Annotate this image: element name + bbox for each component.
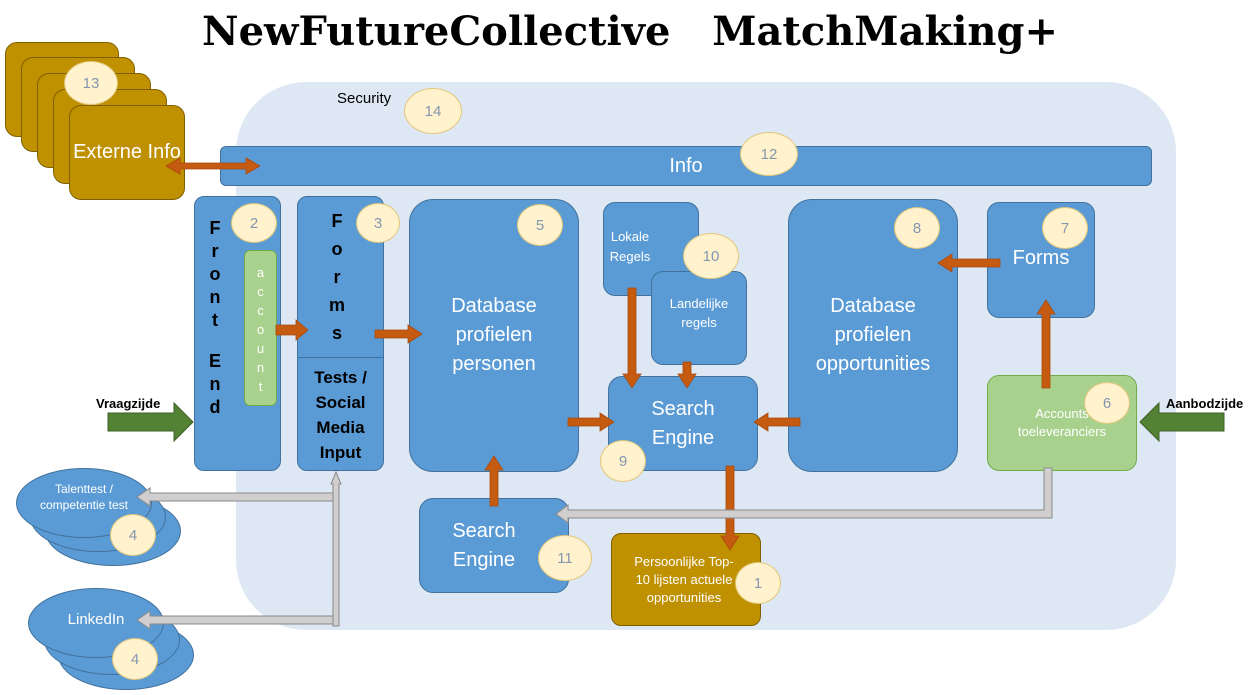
search-engine-main-label: Search Engine — [651, 397, 715, 449]
talenttest-label: Talenttest / competentie test — [39, 482, 129, 512]
arrow-right — [567, 412, 615, 432]
account-letter: a — [256, 265, 265, 280]
landelijke-regels-box: Landelijke regels — [651, 271, 747, 365]
arrow-right — [374, 324, 423, 344]
arrow-left — [136, 487, 334, 507]
tests-social-media-label: Tests / Social Media Input — [314, 368, 367, 462]
vraagzijde-arrow — [107, 401, 194, 443]
number-badge: 5 — [517, 204, 563, 246]
info-bar-label: Info — [669, 154, 703, 177]
landelijke-regels-label: Landelijke regels — [669, 296, 729, 330]
front-end-letter: F — [209, 218, 221, 238]
arrow-left — [937, 253, 1001, 273]
number-badge: 2 — [231, 203, 277, 243]
aanbodzijde-label: Aanbodzijde — [1166, 396, 1244, 411]
forms-divider — [298, 357, 383, 358]
arrow-down — [720, 465, 740, 551]
database-personen-box: Database profielen personen — [409, 199, 579, 472]
info-bar: Info — [220, 146, 1152, 186]
arrow-down — [622, 287, 642, 389]
number-badge: 9 — [600, 440, 646, 482]
linkedin-label: LinkedIn — [67, 610, 125, 628]
page-title: NewFutureCollective MatchMaking+ — [202, 8, 1058, 55]
aanbodzijde-arrow — [1139, 401, 1225, 443]
number-badge: 13 — [64, 61, 118, 105]
front-end-letter: o — [209, 264, 221, 284]
number-badge: 1 — [735, 562, 781, 604]
arrow-down — [677, 361, 697, 389]
number-badge: 7 — [1042, 207, 1088, 249]
double-arrow — [165, 157, 261, 175]
number-badge: 14 — [404, 88, 462, 134]
number-badge: 8 — [894, 207, 940, 249]
number-badge: 11 — [538, 535, 592, 581]
account-letter: c — [257, 284, 264, 299]
database-opportunities-box: Database profielen opportunities — [788, 199, 958, 472]
externe-info-box: Externe Info — [69, 105, 185, 200]
forms-letter: m — [328, 295, 345, 315]
persoonlijke-top10-label: Persoonlijke Top-10 lijsten actuele oppo… — [634, 553, 734, 605]
account-letter: n — [256, 360, 265, 375]
number-badge: 10 — [683, 233, 739, 279]
externe-info-label: Externe Info — [73, 141, 181, 163]
forms-letter: r — [333, 267, 341, 287]
front-end-letter: E — [208, 351, 221, 371]
arrow-left — [136, 610, 334, 630]
number-badge: 6 — [1084, 382, 1130, 424]
number-badge: 4 — [110, 514, 156, 556]
number-badge: 3 — [356, 203, 400, 243]
arrow-left — [753, 412, 801, 432]
grey-connector — [555, 467, 1053, 524]
arrow-up — [1036, 299, 1056, 389]
grey-connector — [330, 470, 342, 627]
front-end-letter: t — [212, 310, 218, 330]
number-badge: 4 — [112, 638, 158, 680]
arrow-up — [484, 455, 504, 507]
database-opportunities-label: Database profielen opportunities — [815, 295, 931, 375]
forms-letter: s — [331, 323, 342, 343]
account-letter: t — [258, 379, 263, 394]
front-end-letter: d — [209, 397, 221, 417]
arrow-right — [275, 319, 309, 341]
lokale-regels-label: Lokale Regels — [609, 229, 651, 264]
forms-letter: F — [331, 211, 343, 231]
front-end-letter: r — [211, 241, 219, 261]
security-label: Security — [337, 90, 392, 107]
search-engine-low-label: Search Engine — [452, 519, 516, 571]
number-badge: 12 — [740, 132, 798, 176]
database-personen-label: Database profielen personen — [451, 295, 537, 375]
account-letter: u — [256, 341, 265, 356]
forms-right-label: Forms — [1012, 246, 1070, 269]
front-end-letter: n — [209, 287, 221, 307]
accounts-toeleveranciers-label: Accounts toeleveranciers — [1017, 406, 1107, 439]
vraagzijde-label: Vraagzijde — [96, 396, 161, 411]
account-letter: o — [256, 322, 265, 337]
front-end-letter: n — [209, 374, 221, 394]
account-letter: c — [257, 303, 264, 318]
forms-letter: o — [331, 239, 343, 259]
